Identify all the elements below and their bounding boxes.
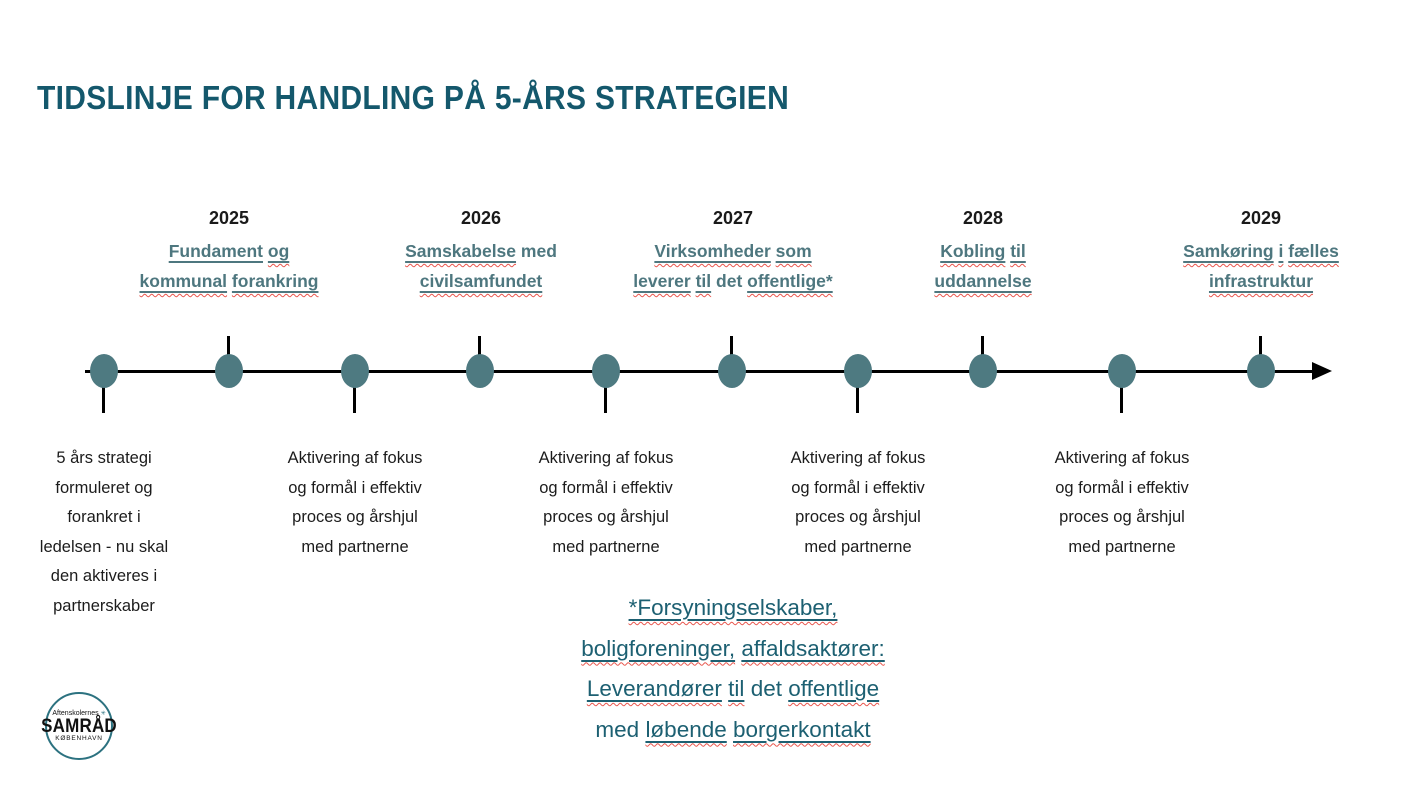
word: civilsamfundet — [419, 271, 543, 291]
footnote-line: Leverandører til det offentlige — [493, 669, 973, 710]
year-label: 2027 — [712, 208, 754, 228]
word: med — [520, 241, 557, 261]
word: offentlige* — [747, 271, 833, 291]
description-text: Aktivering af fokus og formål i effektiv… — [790, 449, 926, 556]
word: uddannelse — [934, 271, 1032, 291]
timeline-tick — [478, 336, 481, 356]
milestone-2029: 2029 Samkøring i fælles infrastruktur — [1131, 208, 1391, 296]
year-theme-line: civilsamfundet — [351, 266, 611, 296]
word: Samkøring — [1183, 241, 1274, 261]
year-label: 2028 — [962, 208, 1004, 228]
word: forankring — [231, 271, 319, 291]
description-text: Aktivering af fokus og formål i effektiv… — [287, 449, 423, 556]
footnote-text: *Forsyningselskaber, boligforeninger, af… — [493, 588, 973, 750]
timeline-tick — [856, 386, 859, 413]
word: fælles — [1288, 241, 1339, 261]
word: borgerkontakt — [733, 716, 871, 742]
word: det — [716, 271, 743, 291]
word: Virksomheder — [654, 241, 771, 261]
word: med — [595, 716, 640, 742]
word: kommunal — [139, 271, 228, 291]
gear-icon: ✳ — [100, 711, 106, 717]
word: Samskabelse — [405, 241, 517, 261]
word: i — [1278, 241, 1284, 261]
milestone-2028: 2028 Kobling til uddannelse — [853, 208, 1113, 296]
timeline-tick — [730, 336, 733, 356]
footnote-line: *Forsyningselskaber, — [493, 588, 973, 629]
timeline-axis — [85, 370, 1315, 373]
timeline-tick — [1259, 336, 1262, 356]
word: løbende — [645, 716, 727, 742]
word: offentlige — [788, 676, 880, 701]
footnote-line: med løbende borgerkontakt — [493, 710, 973, 751]
year-theme-line: leverer til det offentlige* — [603, 266, 863, 296]
word: affaldsaktører: — [741, 635, 885, 661]
word: *Forsyningselskaber, — [628, 595, 838, 620]
timeline-dot — [466, 354, 494, 388]
timeline-dot — [718, 354, 746, 388]
timeline-tick — [604, 386, 607, 413]
timeline-tick — [102, 386, 105, 413]
year-theme-line: Kobling til — [853, 236, 1113, 266]
year-theme-line: kommunal forankring — [99, 266, 359, 296]
timeline-tick — [1120, 386, 1123, 413]
word: til — [1010, 241, 1026, 261]
slide-title: TIDSLINJE FOR HANDLING PÅ 5-ÅRS STRATEGI… — [37, 79, 790, 117]
timeline-tick — [981, 336, 984, 356]
timeline-dot — [844, 354, 872, 388]
timeline-dot — [341, 354, 369, 388]
word: Fundament — [168, 241, 264, 261]
year-theme-line: Samskabelse med — [351, 236, 611, 266]
description-text: Aktivering af fokus og formål i effektiv… — [538, 449, 674, 556]
description-text: Aktivering af fokus og formål i effektiv… — [1054, 449, 1190, 556]
logo-bottom-text: KØBENHAVN — [55, 735, 103, 742]
word: leverer — [633, 271, 691, 291]
word: infrastruktur — [1208, 271, 1314, 291]
year-theme-line: Samkøring i fælles — [1131, 236, 1391, 266]
word: til — [695, 271, 712, 291]
timeline-dot — [592, 354, 620, 388]
milestone-2027: 2027 Virksomheder som leverer til det of… — [603, 208, 863, 296]
word: boligforeninger, — [581, 635, 736, 661]
description-text: 5 års strategi formuleret og forankret i… — [39, 449, 169, 615]
milestone-2026: 2026 Samskabelse med civilsamfundet — [351, 208, 611, 296]
year-theme-line: Virksomheder som — [603, 236, 863, 266]
logo-main-text: SAMRÅD — [41, 714, 117, 737]
milestone-2025: 2025 Fundament og kommunal forankring — [99, 208, 359, 296]
year-label: 2026 — [460, 208, 502, 228]
year-theme-line: uddannelse — [853, 266, 1113, 296]
timeline-dot — [1108, 354, 1136, 388]
timeline-dot — [969, 354, 997, 388]
year-theme-line: Fundament og — [99, 236, 359, 266]
word: som — [775, 241, 812, 261]
word: og — [267, 241, 290, 261]
samrad-logo: Aftenskolernes ✳ SAMRÅD KØBENHAVN — [41, 692, 117, 760]
timeline-dot — [215, 354, 243, 388]
year-label: 2025 — [208, 208, 250, 228]
timeline-tick — [353, 386, 356, 413]
year-theme-line: infrastruktur — [1131, 266, 1391, 296]
arrow-right-icon — [1312, 362, 1332, 380]
word: til — [728, 676, 745, 701]
timeline-dot — [90, 354, 118, 388]
timeline-dot — [1247, 354, 1275, 388]
word: Kobling — [940, 241, 1006, 261]
word: det — [750, 676, 782, 701]
word: Leverandører — [586, 676, 722, 701]
timeline-tick — [227, 336, 230, 356]
footnote-line: boligforeninger, affaldsaktører: — [493, 629, 973, 670]
logo-top-text: Aftenskolernes — [52, 710, 99, 717]
year-label: 2029 — [1240, 208, 1282, 228]
